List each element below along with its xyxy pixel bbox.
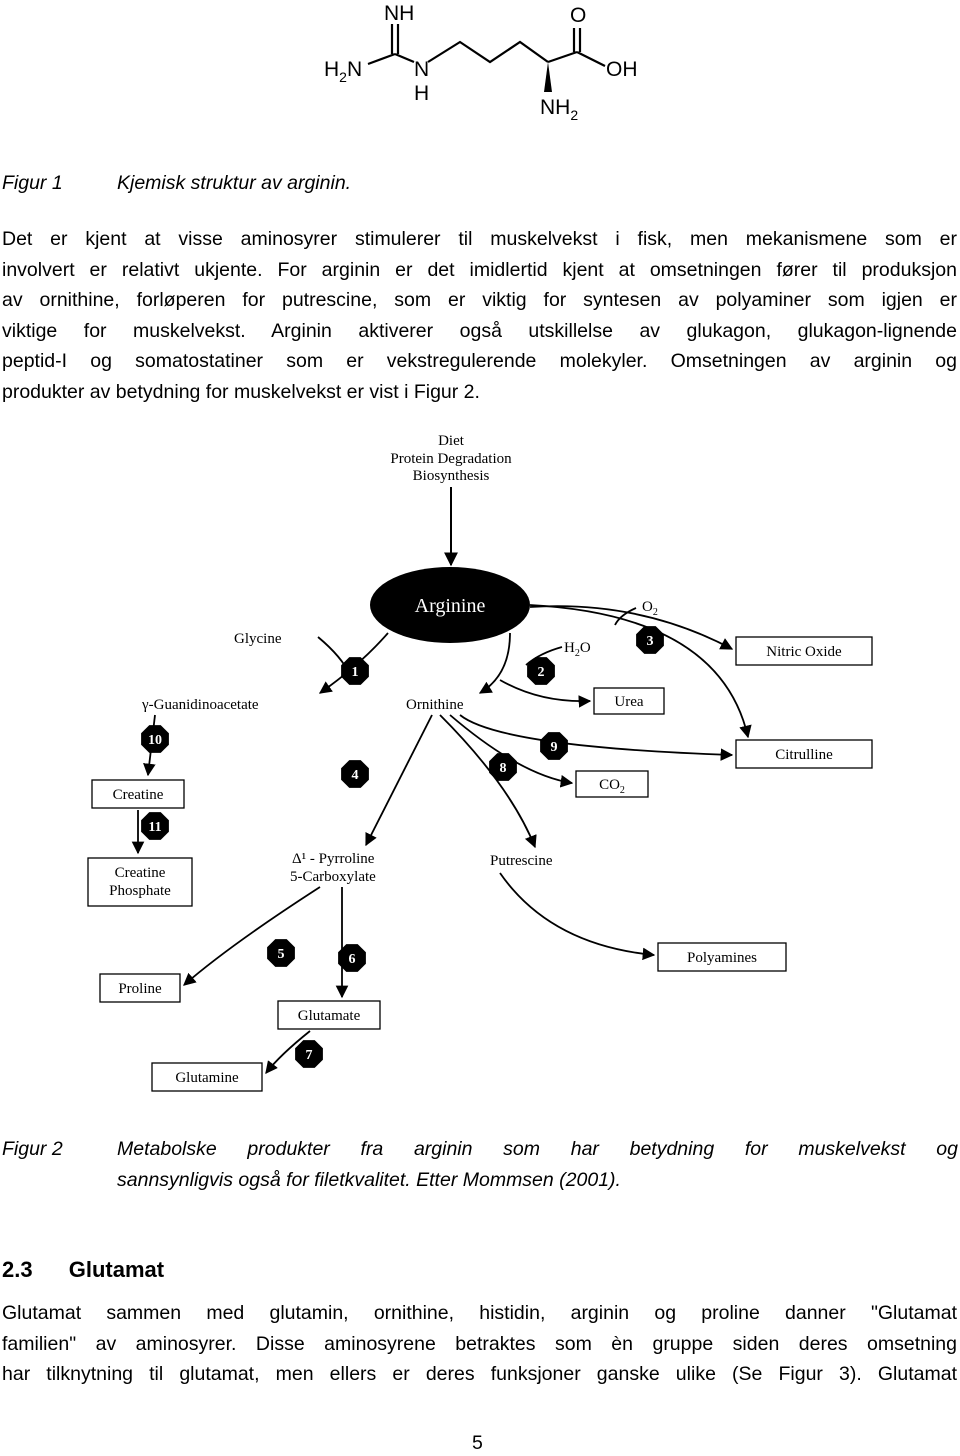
step-4-number: 4 — [352, 768, 359, 783]
proline-label: Proline — [118, 981, 162, 997]
source-protein-degradation: Protein Degradation — [390, 451, 512, 467]
pyrroline-label-1: Δ¹ - Pyrroline — [292, 851, 375, 867]
step-3-number: 3 — [647, 634, 654, 649]
o2-label: O2 — [642, 599, 658, 618]
nh2-label: NH2 — [540, 96, 578, 123]
ornithine-label: Ornithine — [406, 697, 464, 713]
urea-box — [593, 687, 665, 715]
source-biosynthesis: Biosynthesis — [413, 468, 490, 484]
urea-label: Urea — [614, 694, 643, 710]
arrow-ornithine-citrulline — [459, 714, 734, 761]
text-line: Glutamat sammen med glutamin, ornithine,… — [2, 1302, 957, 1324]
figure1-label: Figur 1 — [2, 172, 63, 194]
pyrroline-label-2: 5-Carboxylate — [290, 869, 376, 885]
step-11-marker — [141, 812, 169, 840]
arrow-arginine-nitric-oxide — [529, 605, 734, 650]
h2o-label: H2O — [564, 640, 591, 659]
h-label: H — [414, 82, 429, 105]
citrulline-label: Citrulline — [775, 747, 833, 763]
arginine-label: Arginine — [415, 595, 486, 617]
step-5-number: 5 — [278, 947, 285, 962]
proline-box — [99, 973, 181, 1003]
step-8-marker — [489, 753, 517, 781]
oh-label: OH — [606, 58, 638, 81]
o-label: O — [570, 4, 586, 27]
creatine-phosphate-box — [87, 857, 193, 907]
glutamine-box — [151, 1062, 263, 1092]
figure2-label: Figur 2 — [2, 1138, 63, 1160]
figure2-caption: Metabolske produkter fra arginin som har… — [117, 1134, 958, 1195]
creatine-box — [91, 779, 185, 809]
putrescine-label: Putrescine — [490, 853, 553, 869]
paragraph-glutamat: Glutamat sammen med glutamin, ornithine,… — [2, 1298, 957, 1390]
h2n-label: H2N — [324, 58, 362, 85]
creatine-phosphate-label-1: Creatine — [115, 865, 166, 881]
citrulline-box — [735, 739, 873, 769]
section-heading: 2.3 Glutamat — [2, 1257, 164, 1283]
arginine-node — [370, 567, 530, 643]
step-6-number: 6 — [349, 952, 356, 967]
arrow-o2 — [614, 607, 637, 626]
caption-line: Metabolske produkter fra arginin som har… — [117, 1138, 958, 1160]
page-number: 5 — [472, 1432, 483, 1454]
step-9-marker — [540, 732, 568, 760]
step-5-marker — [267, 939, 295, 967]
guanidinoacetate-label: γ-Guanidinoacetate — [141, 697, 259, 713]
text-line: Det er kjent at visse aminosyrer stimule… — [2, 228, 957, 250]
step-1-marker — [341, 657, 369, 685]
text-line: av ornithine, forløperen for putrescine,… — [2, 289, 957, 311]
step-3-marker — [636, 626, 664, 654]
arrow-glutamate-glutamine — [265, 1030, 311, 1074]
step-2-number: 2 — [538, 665, 545, 680]
step-7-number: 7 — [306, 1048, 313, 1063]
polyamines-box — [657, 942, 787, 972]
arrow-arginine-ornithine — [478, 632, 511, 694]
paragraph-arginine: Det er kjent at visse aminosyrer stimule… — [2, 224, 957, 407]
polyamines-label: Polyamines — [687, 950, 757, 966]
text-line: viktige for muskelvekst. Arginin aktiver… — [2, 319, 957, 342]
step-9-number: 9 — [551, 740, 558, 755]
step-markers: 1 2 3 4 5 6 7 8 9 10 11 — [141, 626, 664, 1068]
nitric-oxide-label: Nitric Oxide — [766, 644, 842, 660]
arrow-h2o — [525, 646, 563, 666]
source-diet: Diet — [438, 433, 465, 449]
text-line: produkter av betydning for muskelvekst e… — [2, 380, 480, 403]
co2-box — [575, 770, 649, 798]
step-8-number: 8 — [500, 761, 507, 776]
creatine-label: Creatine — [113, 787, 164, 803]
step-6-marker — [338, 944, 366, 972]
creatine-phosphate-label-2: Phosphate — [109, 883, 171, 899]
step-10-number: 10 — [148, 733, 162, 748]
n-label: N — [414, 58, 429, 81]
section-title: Glutamat — [68, 1257, 165, 1282]
arginine-metabolism-diagram: Diet Protein Degradation Biosynthesis Ar… — [87, 433, 873, 1092]
arrow-ornithine-putrescine — [439, 714, 537, 849]
co2-label: CO2 — [599, 777, 625, 796]
glutamate-box — [277, 1000, 381, 1030]
step-4-marker — [341, 760, 369, 788]
nh-label: NH — [384, 2, 414, 25]
arrow-putrescine-polyamines — [499, 872, 656, 961]
arginine-structure: NH H2N N H O OH NH2 — [324, 2, 638, 123]
nitric-oxide-box — [735, 636, 873, 666]
text-line: familien" av aminosyrer. Disse aminosyre… — [2, 1332, 957, 1355]
arrow-ornithine-pyrroline — [365, 714, 433, 847]
caption-line: sannsynligvis også for filetkvalitet. Et… — [117, 1168, 621, 1191]
text-line: peptid-I og somatostatiner som er vekstr… — [2, 350, 957, 372]
step-7-marker — [295, 1040, 323, 1068]
arrow-arginine-urea — [499, 679, 592, 708]
text-line: har tilknytning til glutamat, men ellers… — [2, 1363, 957, 1385]
arrow-pyrroline-proline — [183, 886, 321, 986]
step-1-number: 1 — [352, 665, 359, 680]
arrow-arginine-citrulline — [529, 604, 752, 739]
text-line: involvert er relativt ukjente. For argin… — [2, 258, 957, 281]
section-number: 2.3 — [2, 1257, 33, 1282]
step-2-marker — [527, 657, 555, 685]
step-11-number: 11 — [148, 820, 161, 835]
step-10-marker — [141, 725, 169, 753]
glutamine-label: Glutamine — [175, 1070, 239, 1086]
figure1-caption: Kjemisk struktur av arginin. — [117, 172, 352, 194]
glycine-label: Glycine — [234, 631, 282, 647]
glutamate-label: Glutamate — [298, 1008, 361, 1024]
